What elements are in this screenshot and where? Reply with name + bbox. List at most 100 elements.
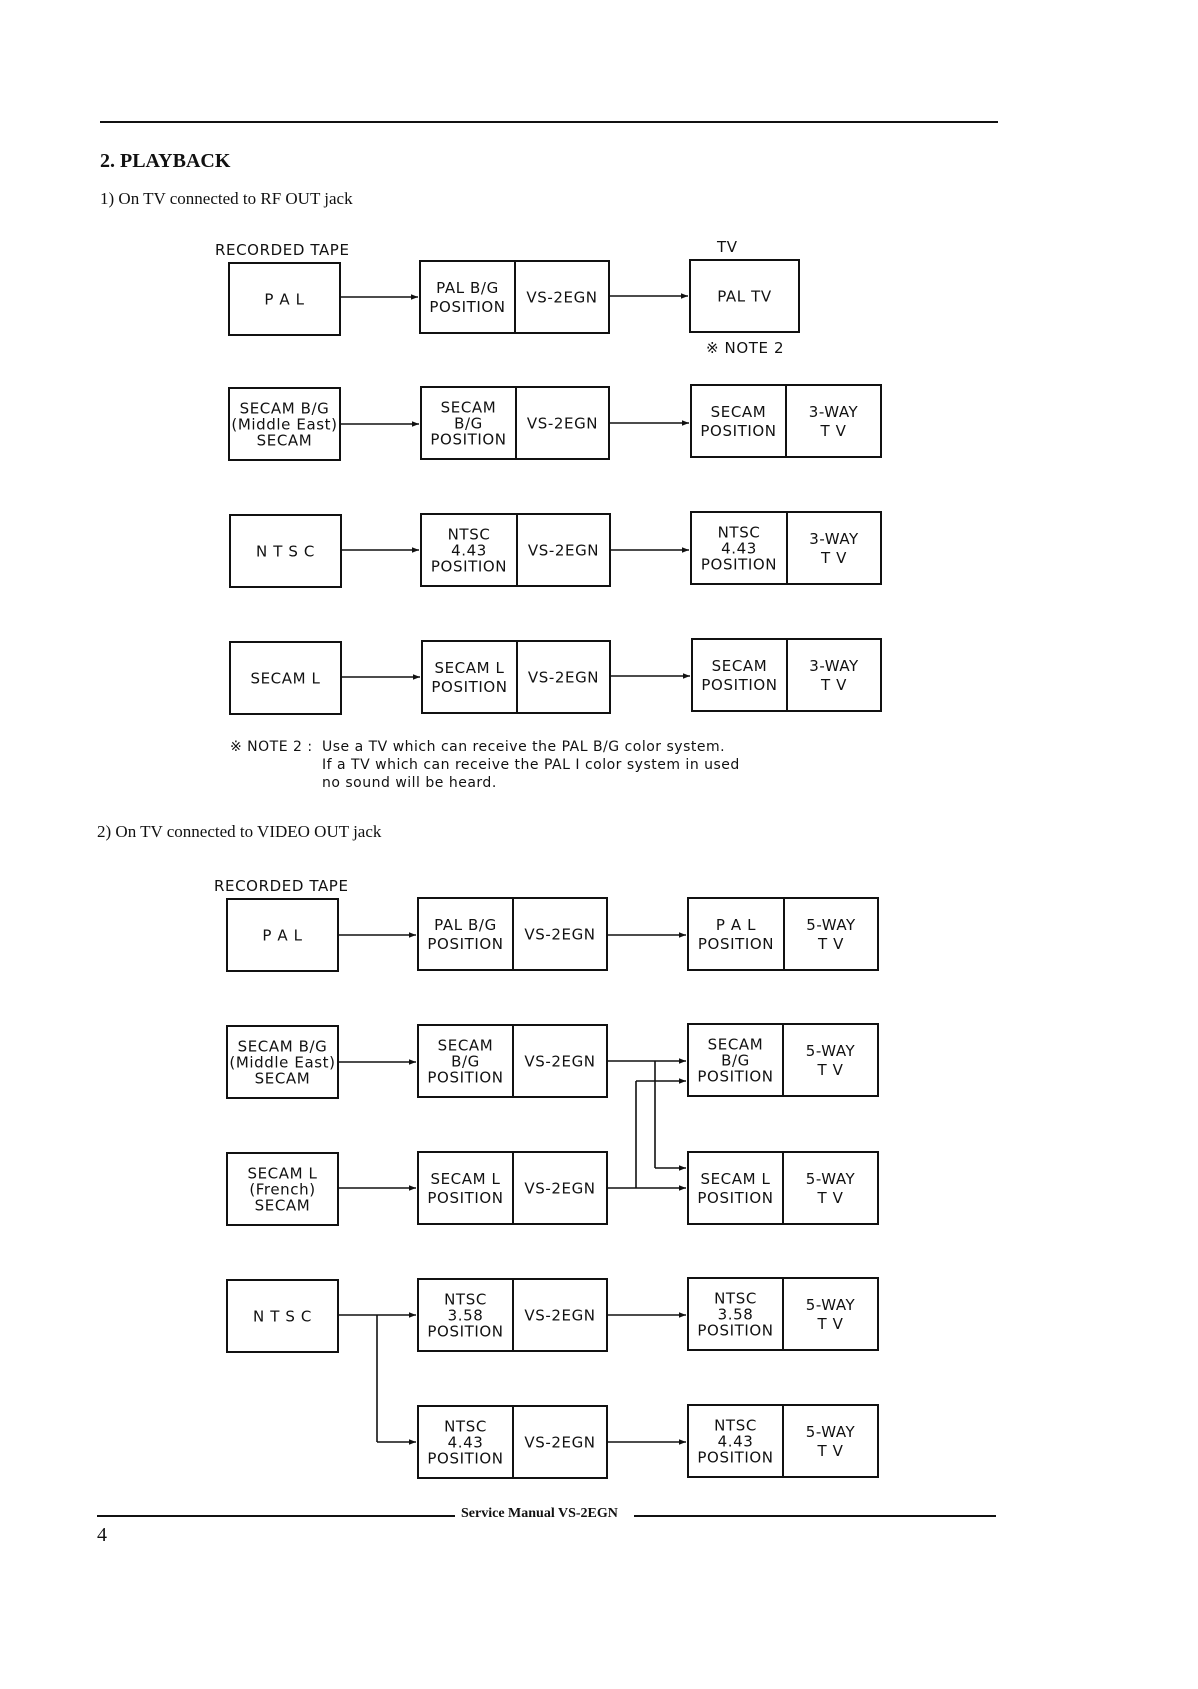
tv-5way-secam-l-box-left-label: SECAM L xyxy=(700,1170,770,1188)
tv-3way-ntsc443-box-right-label: T V xyxy=(820,549,847,567)
vcr-pal-bg-box-right-label: VS-2EGN xyxy=(526,288,597,306)
vcr-secam-bg-box-2-left-label: SECAM xyxy=(438,1036,494,1054)
source-ntsc-box-2-label: N T S C xyxy=(253,1307,312,1325)
source-pal-box-2-label: P A L xyxy=(262,926,302,944)
tv-5way-secam-bg-box-right-label: T V xyxy=(817,1061,844,1079)
vcr-ntsc358-box-left-label: POSITION xyxy=(427,1322,503,1340)
tv-3way-secam-l-box-left-label: SECAM xyxy=(712,657,768,675)
vcr-secam-bg-box-left-label: POSITION xyxy=(430,430,506,448)
vcr-secam-l-box-right-label: VS-2EGN xyxy=(528,668,599,686)
vcr-ntsc358-box-left-label: NTSC xyxy=(444,1290,487,1308)
tv-3way-ntsc443-box-left-label: NTSC xyxy=(718,523,761,541)
vcr-secam-bg-box-2-left-label: POSITION xyxy=(427,1068,503,1086)
source-pal-box-label: P A L xyxy=(264,290,304,308)
source-secam-l-french-box-label: SECAM L xyxy=(247,1164,317,1182)
footer-manual-title: Service Manual VS-2EGN xyxy=(461,1506,618,1521)
vcr-pal-bg-box-2-right-label: VS-2EGN xyxy=(524,925,595,943)
tv-5way-ntsc358-box-left-label: POSITION xyxy=(697,1321,773,1339)
tv-5way-secam-bg-box-right-label: 5-WAY xyxy=(806,1042,856,1060)
vcr-secam-bg-box-2-left-label: B/G xyxy=(451,1052,480,1070)
vcr-ntsc443-box-2-left-label: POSITION xyxy=(427,1449,503,1467)
tv-5way-secam-bg-box-left-label: SECAM xyxy=(708,1035,764,1053)
tv-5way-pal-box-right-label: 5-WAY xyxy=(806,916,856,934)
vcr-secam-l-box-2-right-label: VS-2EGN xyxy=(524,1179,595,1197)
source-secam-l-french-box-label: SECAM xyxy=(255,1196,311,1214)
vcr-secam-bg-box-right-label: VS-2EGN xyxy=(527,414,598,432)
source-secam-bg-box-2-label: (Middle East) xyxy=(229,1053,335,1071)
source-ntsc-box-2 xyxy=(226,1279,339,1353)
vcr-pal-bg-box-left-label: POSITION xyxy=(429,298,505,316)
source-secam-bg-box xyxy=(228,387,341,461)
source-secam-bg-box-label: SECAM B/G xyxy=(240,399,330,417)
source-secam-bg-box-2 xyxy=(226,1025,339,1099)
source-ntsc-box-label: N T S C xyxy=(256,542,315,560)
tv-5way-secam-l-box-left-label: POSITION xyxy=(697,1189,773,1207)
footer-rule-right xyxy=(634,1515,996,1517)
vcr-ntsc443-box-right-label: VS-2EGN xyxy=(528,541,599,559)
subsection-video-out: 2) On TV connected to VIDEO OUT jack xyxy=(97,822,382,841)
pal-tv-box xyxy=(689,259,800,333)
tv-5way-ntsc443-box-right-label: 5-WAY xyxy=(806,1423,856,1441)
vcr-ntsc358-box-left-label: 3.58 xyxy=(448,1306,484,1324)
tv-3way-secam-box-right-label: T V xyxy=(820,422,847,440)
source-secam-bg-box-label: (Middle East) xyxy=(231,415,337,433)
tv-5way-pal-box-left-label: POSITION xyxy=(698,935,774,953)
source-secam-l-box xyxy=(229,641,342,715)
source-secam-bg-box-2-label: SECAM xyxy=(255,1069,311,1087)
vcr-ntsc443-box xyxy=(420,513,611,587)
source-ntsc-box xyxy=(229,514,342,588)
tv-5way-ntsc358-box-left-label: 3.58 xyxy=(718,1305,754,1323)
source-secam-l-french-box xyxy=(226,1152,339,1226)
note-line-2: If a TV which can receive the PAL I colo… xyxy=(322,757,740,773)
vcr-ntsc443-box-2-right-label: VS-2EGN xyxy=(524,1433,595,1451)
tv-3way-ntsc443-box-left-label: POSITION xyxy=(701,555,777,573)
vcr-ntsc358-box-right-label: VS-2EGN xyxy=(524,1306,595,1324)
tv-5way-pal-box-left-label: P A L xyxy=(716,916,756,934)
source-secam-l-box-label: SECAM L xyxy=(250,669,320,687)
tv-5way-secam-l-box-right-label: 5-WAY xyxy=(806,1170,856,1188)
tv-5way-ntsc443-box-right-label: T V xyxy=(817,1442,844,1460)
vcr-pal-bg-box-2-left-label: PAL B/G xyxy=(434,916,497,934)
tv-3way-secam-box-right-label: 3-WAY xyxy=(809,403,859,421)
source-pal-box xyxy=(228,262,341,336)
vcr-ntsc443-box-left-label: 4.43 xyxy=(451,541,487,559)
note-2-reference: ※ NOTE 2 xyxy=(706,339,784,357)
vcr-secam-bg-box-left-label: B/G xyxy=(454,414,483,432)
tv-5way-secam-l-box-right-label: T V xyxy=(817,1189,844,1207)
tv-3way-secam-l-box-right-label: T V xyxy=(820,676,847,694)
tv-5way-ntsc358-box-right-label: T V xyxy=(817,1315,844,1333)
vcr-secam-l-box-2-left-label: POSITION xyxy=(427,1189,503,1207)
tv-3way-secam-box-left-label: POSITION xyxy=(700,422,776,440)
subsection-rf-out: 1) On TV connected to RF OUT jack xyxy=(100,189,353,208)
tv-label: TV xyxy=(716,238,738,256)
tv-5way-ntsc358-box-left-label: NTSC xyxy=(714,1289,757,1307)
vcr-pal-bg-box-left-label: PAL B/G xyxy=(436,279,499,297)
note-prefix: ※ NOTE 2 : xyxy=(230,739,313,755)
vcr-ntsc443-box-left-label: POSITION xyxy=(431,557,507,575)
source-secam-l-french-box-label: (French) xyxy=(249,1180,315,1198)
note-line-1: Use a TV which can receive the PAL B/G c… xyxy=(322,739,726,755)
source-secam-bg-box-2-label: SECAM B/G xyxy=(238,1037,328,1055)
source-secam-bg-box-label: SECAM xyxy=(257,431,313,449)
tv-5way-secam-bg-box-left-label: POSITION xyxy=(697,1067,773,1085)
tv-5way-pal-box-right-label: T V xyxy=(817,935,844,953)
note-line-3: no sound will be heard. xyxy=(322,775,497,791)
vcr-ntsc443-box-left-label: NTSC xyxy=(448,525,491,543)
tv-3way-ntsc443-box-left-label: 4.43 xyxy=(721,539,757,557)
vcr-secam-l-box-left-label: POSITION xyxy=(431,678,507,696)
tv-3way-secam-l-box-left-label: POSITION xyxy=(701,676,777,694)
vcr-secam-l-box-left-label: SECAM L xyxy=(434,659,504,677)
recorded-tape-label-1: RECORDED TAPE xyxy=(215,241,350,259)
vcr-secam-bg-box-left-label: SECAM xyxy=(441,398,497,416)
tv-5way-ntsc443-box-left-label: 4.43 xyxy=(718,1432,754,1450)
page-number: 4 xyxy=(97,1524,107,1546)
tv-3way-secam-l-box-right-label: 3-WAY xyxy=(809,657,859,675)
vcr-ntsc443-box-2-left-label: NTSC xyxy=(444,1417,487,1435)
tv-5way-ntsc443-box-left-label: NTSC xyxy=(714,1416,757,1434)
footer-rule-left xyxy=(97,1515,455,1517)
tv-5way-ntsc358-box-right-label: 5-WAY xyxy=(806,1296,856,1314)
section-title: 2. PLAYBACK xyxy=(100,150,231,172)
vcr-secam-bg-box-2-right-label: VS-2EGN xyxy=(524,1052,595,1070)
vcr-secam-l-box-2-left-label: SECAM L xyxy=(430,1170,500,1188)
recorded-tape-label-2: RECORDED TAPE xyxy=(214,877,349,895)
